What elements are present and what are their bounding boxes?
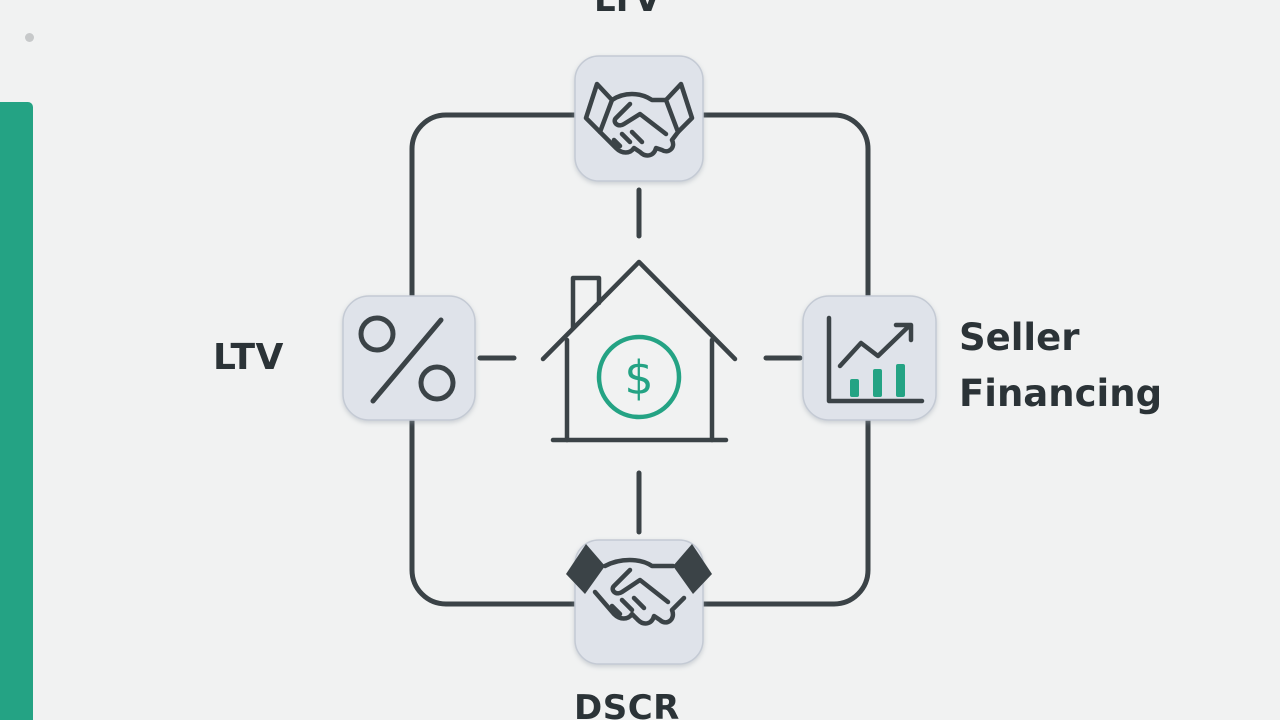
percent-icon	[358, 315, 456, 404]
slide-dot	[25, 33, 34, 42]
chart-bar	[850, 379, 859, 397]
right-node-label-line2: Financing	[959, 372, 1163, 415]
handshake-icon	[566, 544, 712, 626]
top-node-label: LTV	[594, 0, 662, 20]
left-node-tile	[342, 295, 476, 421]
handshake-icon	[583, 81, 695, 158]
bottom-node-label: DSCR	[574, 688, 680, 720]
left-node-label: LTV	[213, 337, 284, 378]
house-dollar-icon: $	[540, 259, 738, 443]
right-node-label-line1: Seller	[959, 316, 1080, 359]
right-node-tile	[802, 295, 937, 421]
growth-chart-icon	[826, 315, 925, 404]
bottom-node-tile	[566, 539, 712, 665]
top-node-tile	[574, 55, 704, 182]
connector-spokes	[477, 187, 803, 535]
chart-bar	[873, 369, 882, 397]
chart-bar	[896, 364, 905, 397]
accent-bar	[0, 102, 33, 720]
svg-text:$: $	[624, 351, 653, 405]
right-node-label: Seller Financing	[959, 310, 1162, 422]
